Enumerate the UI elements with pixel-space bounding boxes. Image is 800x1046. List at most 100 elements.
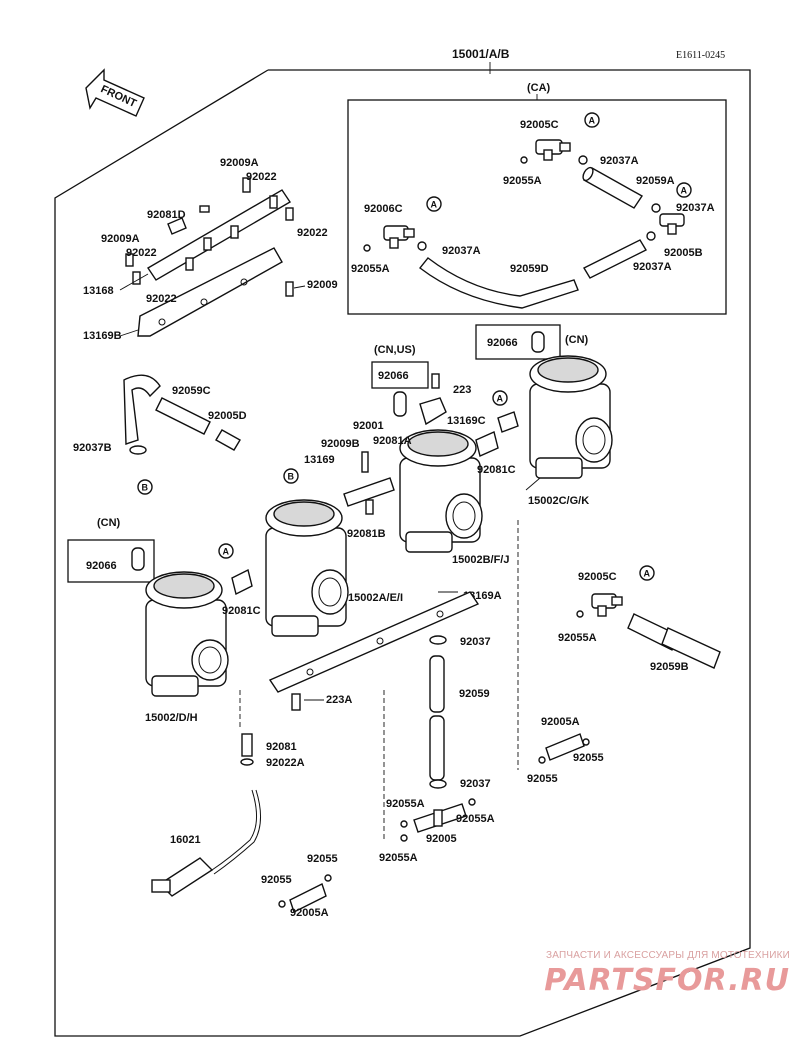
- part-label: 92055A: [456, 813, 495, 825]
- leader-line: [525, 477, 541, 491]
- marker-a: A: [676, 182, 692, 198]
- link-13169: [343, 477, 395, 507]
- part-label: 15002C/G/K: [528, 495, 589, 507]
- part-label: 92022: [246, 171, 277, 183]
- part-label: 13169C: [447, 415, 486, 427]
- marker-a-label: A: [644, 569, 651, 579]
- watermark-tagline: ЗАПЧАСТИ И АКСЕССУАРЫ ДЛЯ МОТОТЕХНИКИ: [545, 950, 790, 961]
- ca-clamp-ring: [417, 241, 427, 251]
- part-label: 15002B/F/J: [452, 554, 509, 566]
- cap-92066-cnus: [393, 391, 407, 417]
- hose-92059-lower: [429, 715, 445, 781]
- ca-clamp-ring: [363, 244, 371, 252]
- screw-92001: [361, 451, 369, 473]
- hose-elbow-92059C: [123, 374, 161, 445]
- spring-92081C: [231, 568, 253, 596]
- fitting-92005C-right: [591, 593, 623, 617]
- main-assembly-label: 15001/A/B: [452, 47, 510, 61]
- cn-us-box: [371, 361, 429, 389]
- part-label: 92055A: [558, 632, 597, 644]
- fuel-rail-screws: [125, 177, 294, 297]
- part-label: 15002/D/H: [145, 712, 198, 724]
- carburetor-15002B-F-J: [399, 429, 483, 553]
- part-label: 92066: [378, 370, 409, 382]
- clamp-ring: [538, 756, 546, 764]
- plate-13169B-holes: [158, 278, 248, 326]
- part-label: 92055: [261, 874, 292, 886]
- ca-hose-92059D: [419, 257, 579, 309]
- part-label: 13168: [83, 285, 114, 297]
- ca-region-note: (CA): [527, 82, 551, 94]
- part-label: 92037A: [600, 155, 639, 167]
- hose-92059: [429, 655, 445, 713]
- fitting-92005A-lower: [289, 883, 327, 913]
- part-label: 92009: [307, 279, 338, 291]
- part-label: 92022: [146, 293, 177, 305]
- part-label: 92022A: [266, 757, 305, 769]
- marker-a-label: A: [681, 186, 688, 196]
- bracket-13169C: [419, 397, 447, 426]
- marker-a-label: A: [431, 200, 438, 210]
- marker-a: A: [584, 112, 600, 128]
- clamp-ring: [400, 834, 408, 842]
- clamp-ring: [278, 900, 286, 908]
- watermark: ЗАПЧАСТИ И АКСЕССУАРЫ ДЛЯ МОТОТЕХНИКИ PA…: [490, 950, 790, 998]
- hose-92059B: [661, 627, 721, 669]
- cn-us-note: (CN,US): [374, 344, 416, 356]
- part-label: 92005B: [664, 247, 703, 259]
- assembly-frame: [54, 69, 751, 1037]
- washer-92022A: [240, 758, 254, 766]
- ca-region-box: [347, 99, 727, 315]
- marker-b: B: [283, 468, 299, 484]
- marker-a: A: [492, 390, 508, 406]
- marker-a: A: [218, 543, 234, 559]
- part-label: 92066: [86, 560, 117, 572]
- part-label: 92055A: [351, 263, 390, 275]
- part-label: 92081C: [477, 464, 516, 476]
- cn-box-left: [67, 539, 155, 583]
- diagram-reference-code: E1611-0245: [676, 50, 725, 61]
- plate-13169A-holes: [306, 610, 444, 676]
- cn-box-right: [475, 324, 561, 360]
- marker-a-label: A: [589, 116, 596, 126]
- marker-a-label: A: [497, 394, 504, 404]
- part-label: 92055A: [386, 798, 425, 810]
- part-label: 92005: [426, 833, 457, 845]
- part-label: 92059D: [510, 263, 549, 275]
- ca-hose-92059A: [582, 166, 644, 209]
- clamp-92037-lower: [429, 779, 447, 789]
- ca-clamp-ring: [651, 203, 661, 213]
- part-label: 92001: [353, 420, 384, 432]
- plate-13169B: [137, 247, 283, 337]
- part-label: 92055: [527, 773, 558, 785]
- part-label: 92055: [573, 752, 604, 764]
- part-label: 92005C: [578, 571, 617, 583]
- part-label: 92037A: [676, 202, 715, 214]
- cn-note-left: (CN): [97, 517, 121, 529]
- part-label: 92037: [460, 636, 491, 648]
- part-label: 92037B: [73, 442, 112, 454]
- ca-hose-short: [583, 239, 647, 279]
- part-label: 92081C: [222, 605, 261, 617]
- part-label: 92009B: [321, 438, 360, 450]
- marker-b-label: B: [142, 483, 149, 493]
- clamp-ring: [468, 798, 476, 806]
- part-label: 223A: [326, 694, 352, 706]
- part-label: 92081A: [373, 435, 412, 447]
- watermark-brand: PARTSFOR.RU: [544, 963, 790, 998]
- part-label: 92005C: [520, 119, 559, 131]
- fitting-92005D: [215, 429, 241, 451]
- cap-92066: [531, 331, 545, 353]
- part-label: 92037A: [633, 261, 672, 273]
- clamp-ring: [324, 874, 332, 882]
- part-label: 92037A: [442, 245, 481, 257]
- part-label: 92005D: [208, 410, 247, 422]
- part-label: 92006C: [364, 203, 403, 215]
- fitting-92005A-right: [545, 733, 585, 761]
- part-label: 16021: [170, 834, 201, 846]
- ca-clamp-ring: [520, 156, 528, 164]
- part-label: 92081D: [147, 209, 186, 221]
- ca-clamp-ring: [578, 155, 588, 165]
- part-label: 92081: [266, 741, 297, 753]
